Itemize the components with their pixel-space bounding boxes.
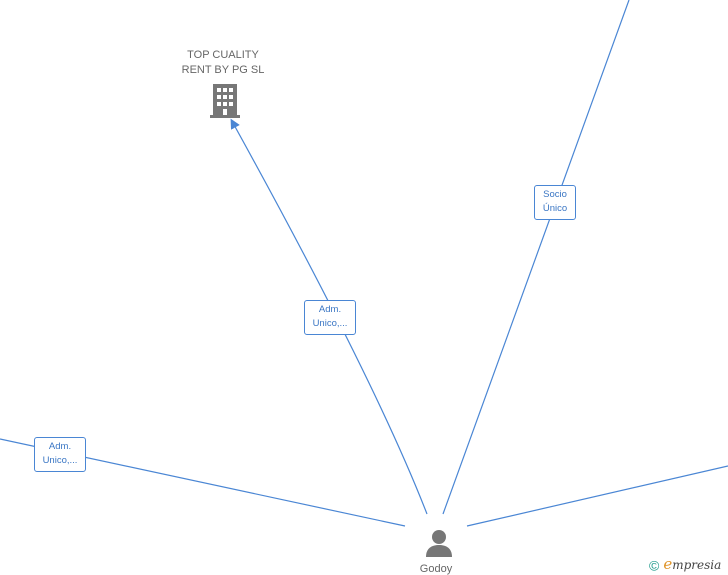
company-name-line1: TOP CUALITY xyxy=(187,49,259,61)
brand-initial: e xyxy=(663,555,673,573)
edge-label-line2: Unico,... xyxy=(312,318,348,329)
person-icon[interactable] xyxy=(424,528,454,563)
edge-label-socio-unico[interactable]: Socio Único xyxy=(534,185,576,220)
company-name-line2: RENT BY PG SL xyxy=(181,64,265,76)
edge-label-line2: Unico,... xyxy=(42,455,78,466)
edge-label-line1: Socio xyxy=(543,189,567,200)
edge-label-line1: Adm. xyxy=(318,304,342,315)
edge-label-line2: Único xyxy=(542,203,568,214)
brand-name: mpresia xyxy=(672,558,722,572)
edge-label-adm-unico-company[interactable]: Adm. Unico,... xyxy=(304,300,356,335)
company-name[interactable]: TOP CUALITY RENT BY PG SL xyxy=(163,48,283,78)
copyright-symbol: © xyxy=(649,557,660,574)
edge-top-right[interactable] xyxy=(442,0,630,515)
building-icon[interactable] xyxy=(208,82,242,124)
edge-right[interactable] xyxy=(466,465,728,527)
person-name[interactable]: Godoy xyxy=(419,563,453,575)
edge-label-adm-unico-left[interactable]: Adm. Unico,... xyxy=(34,437,86,472)
empresia-watermark: ©empresia xyxy=(649,555,722,574)
edge-godoy-to-company[interactable] xyxy=(230,118,428,515)
edge-label-line1: Adm. xyxy=(48,441,72,452)
